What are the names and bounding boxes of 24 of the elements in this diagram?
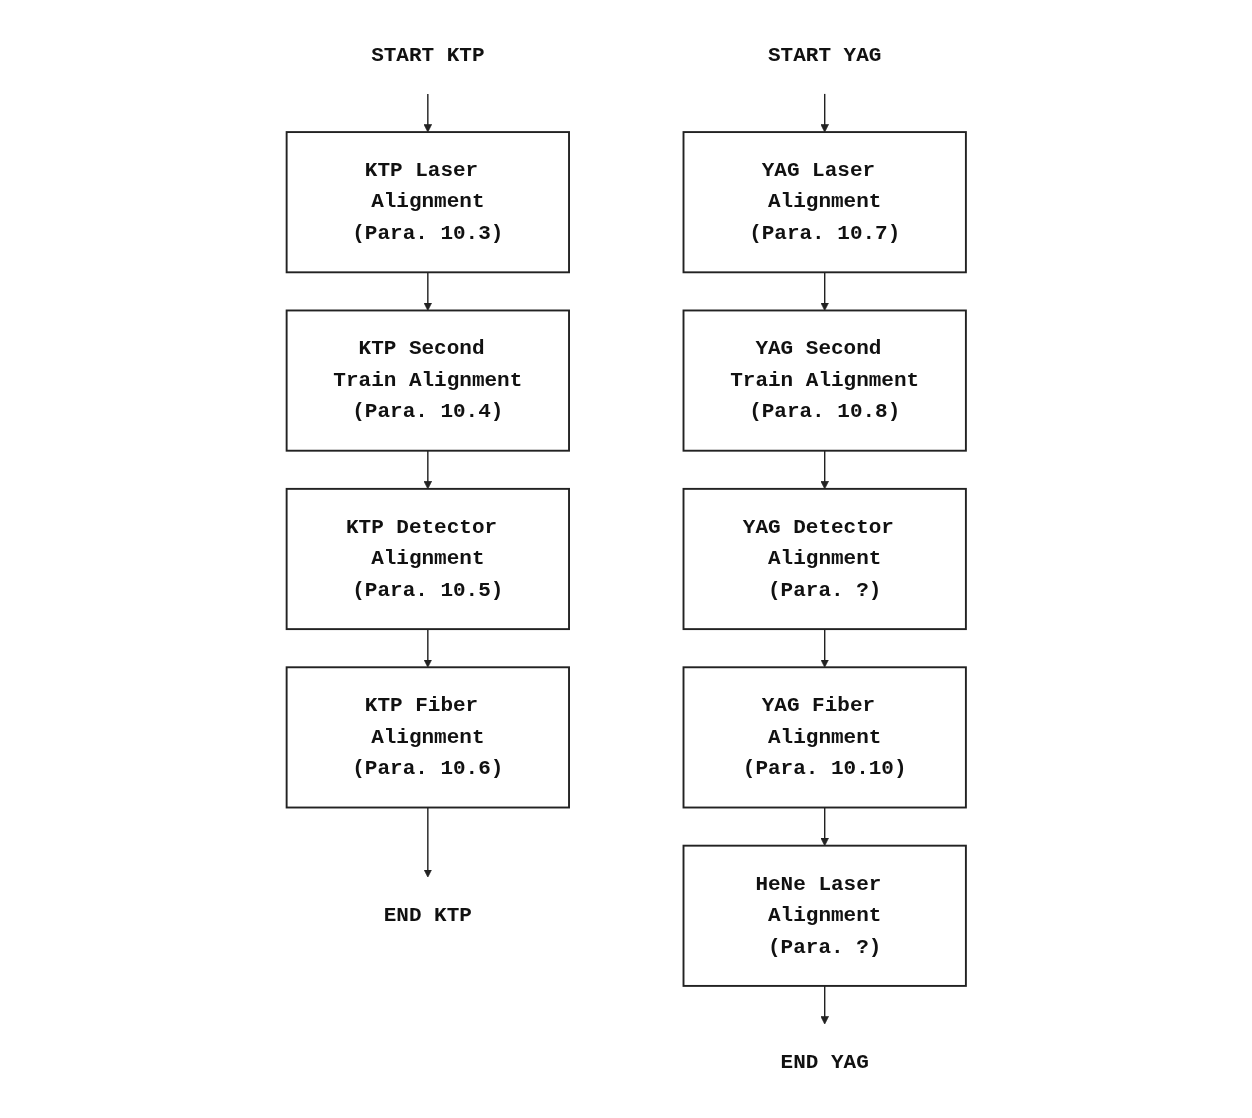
node-box: YAG Detector Alignment (Para. ?)	[682, 487, 967, 631]
node-box: KTP Second Train Alignment (Para. 10.4)	[285, 309, 570, 452]
arrow	[820, 628, 829, 668]
arrow	[423, 806, 432, 878]
arrow	[820, 93, 829, 133]
node-text: START YAG	[767, 43, 882, 68]
arrow	[423, 450, 432, 490]
node-box: KTP Detector Alignment (Para. 10.5)	[285, 487, 570, 631]
arrow	[423, 93, 432, 133]
arrow	[820, 450, 829, 490]
node-box: HeNe Laser Alignment (Para. ?)	[682, 844, 967, 987]
node-box: YAG Laser Alignment (Para. 10.7)	[682, 131, 967, 274]
node-text: END YAG	[780, 1050, 869, 1075]
node-box: KTP Laser Alignment (Para. 10.3)	[285, 131, 570, 274]
arrow	[820, 985, 829, 1025]
arrow	[423, 271, 432, 311]
node-text: END KTP	[383, 903, 472, 928]
arrow	[820, 271, 829, 311]
arrow	[423, 628, 432, 668]
node-box: KTP Fiber Alignment (Para. 10.6)	[285, 666, 570, 809]
node-text: START KTP	[370, 43, 485, 68]
node-box: YAG Second Train Alignment (Para. 10.8)	[682, 309, 967, 452]
arrow	[820, 806, 829, 847]
node-box: YAG Fiber Alignment (Para. 10.10)	[682, 666, 967, 809]
